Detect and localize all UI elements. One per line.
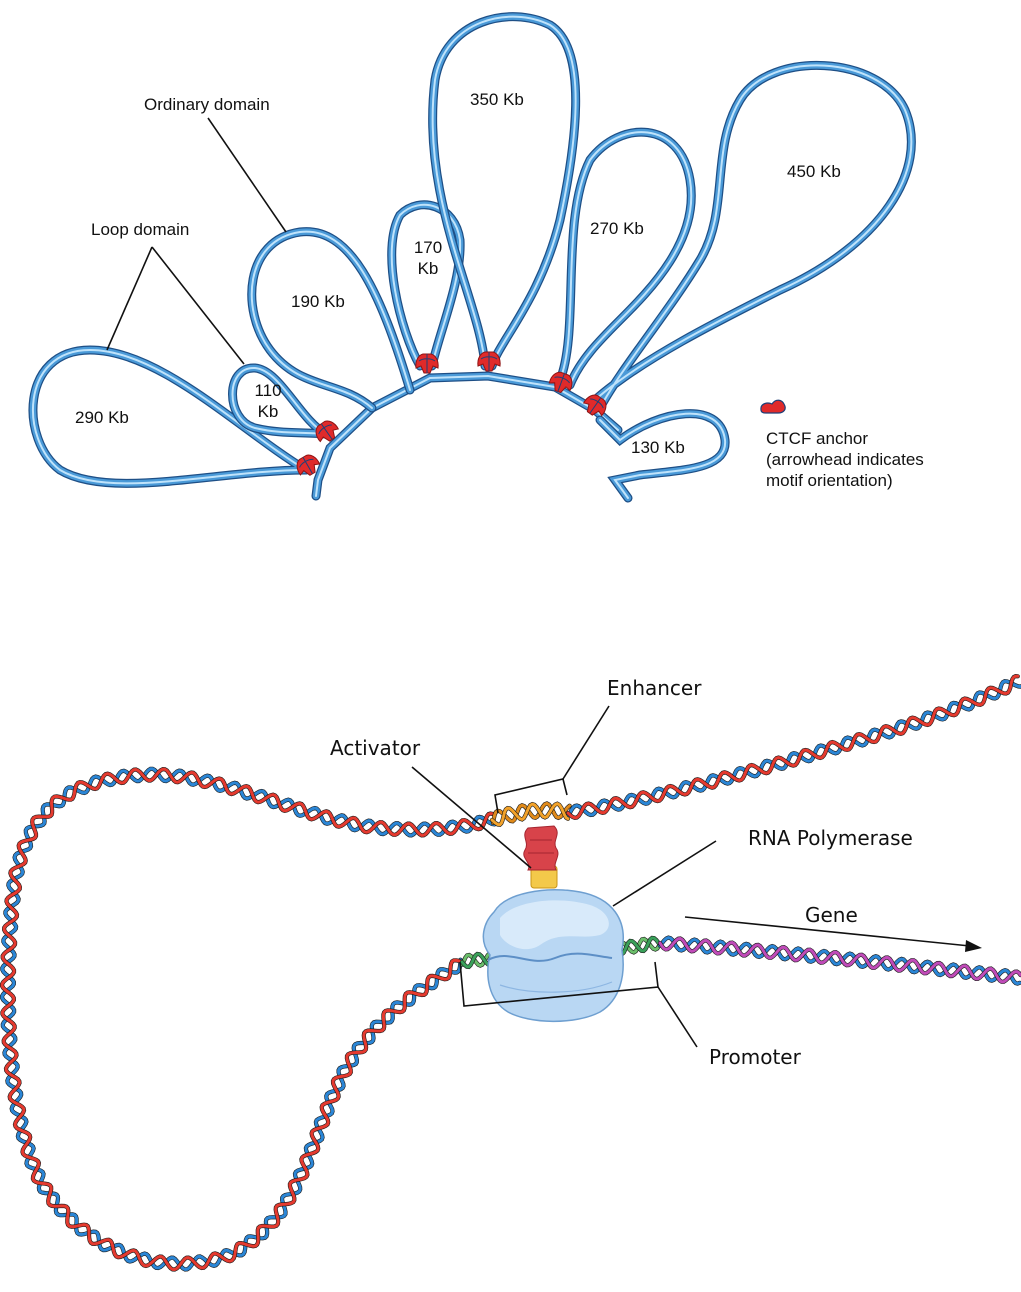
loop-size-label-110: 110 Kb: [251, 380, 285, 422]
fiber-loop-170: [387, 200, 465, 371]
fiber-loop-350: [428, 12, 581, 371]
loop-size-label-270: 270 Kb: [590, 219, 644, 238]
ctcf-anchor-shape: [296, 454, 321, 476]
strand-b-outline: [0, 766, 499, 1272]
fiber-highlight: [315, 374, 619, 497]
loop-domain-callout-line-left: [106, 246, 153, 351]
ctcf-anchor-1: [296, 454, 321, 476]
loop-size-label-190: 190 Kb: [291, 292, 345, 311]
promoter-callout-line: [657, 986, 698, 1048]
dna-upper-right: [565, 673, 1021, 820]
fiber-highlight: [231, 366, 327, 435]
legend-line-1: CTCF anchor: [766, 429, 869, 448]
ctcf-anchors: [296, 351, 607, 476]
gene-label: Gene: [805, 903, 858, 927]
rna-polymerase: [482, 889, 624, 1023]
fiber-loop-130: [595, 409, 730, 503]
gene-arrow-head: [965, 940, 982, 952]
loops-group: [28, 12, 916, 503]
gene-arrow: [684, 916, 982, 952]
legend-line-2: (arrowhead indicates: [766, 450, 924, 469]
enhancer-label: Enhancer: [607, 676, 702, 700]
loop-domain-callout-line-right: [151, 246, 245, 365]
fiber-loop-110: [228, 363, 331, 439]
enhancer-callout-line: [562, 705, 610, 780]
ctcf-anchor-mark: [480, 352, 498, 371]
fiber-loop-450: [590, 61, 916, 413]
fiber-highlight: [32, 348, 307, 485]
legend-ctcf-text: CTCF anchor (arrowhead indicates motif o…: [766, 428, 924, 491]
promoter-bracket: [459, 961, 659, 1007]
ordinary-domain-label: Ordinary domain: [144, 95, 270, 114]
ctcf-anchor-shape: [582, 394, 607, 417]
loop-domain-label: Loop domain: [91, 220, 190, 239]
promoter-label: Promoter: [709, 1045, 801, 1069]
polymerase-lower: [499, 981, 613, 993]
loop-size-110-unit: Kb: [257, 402, 279, 421]
dna-gene: [657, 935, 1021, 986]
ctcf-anchor-mark: [318, 423, 333, 440]
ctcf-anchor-2: [315, 420, 340, 443]
activator-body: [523, 825, 559, 871]
activator-callout-line: [411, 766, 532, 869]
strand-a: [566, 674, 1020, 820]
fiber-loop-190: [247, 227, 415, 413]
strand-a-outline: [0, 766, 495, 1272]
ctcf-anchor-3: [415, 353, 439, 374]
gene-arrow-shaft: [684, 916, 971, 947]
bottom-callouts: [411, 705, 717, 1048]
fiber-highlight: [599, 412, 727, 499]
rna-polymerase-callout-line: [612, 840, 717, 907]
ctcf-anchor-6: [582, 394, 607, 417]
fiber-highlight: [390, 203, 462, 367]
ctcf-anchor-mark: [299, 457, 314, 475]
polymerase-highlight: [500, 900, 609, 950]
rna-polymerase-label: RNA Polymerase: [748, 826, 913, 850]
strand-a: [490, 802, 570, 827]
activator-label: Activator: [330, 736, 421, 760]
ctcf-anchor-icon: [760, 399, 786, 414]
ctcf-anchor-mark: [418, 354, 436, 373]
dna-loop: [0, 766, 499, 1272]
strand-a: [0, 767, 495, 1272]
strand-a: [658, 936, 1021, 984]
loop-size-label-450: 450 Kb: [787, 162, 841, 181]
strand-b: [0, 767, 498, 1272]
loop-size-label-130: 130 Kb: [631, 438, 685, 457]
fiber-loop-290: [28, 345, 311, 488]
dna-helix-group: [0, 673, 1021, 1272]
fiber-highlight: [250, 230, 411, 409]
fiber-backbone: [311, 371, 623, 501]
ctcf-anchor-mark: [554, 373, 570, 392]
loop-size-label-170: 170 Kb: [410, 237, 446, 279]
ctcf-anchor-5: [548, 371, 573, 394]
loop-size-110-number: 110: [254, 381, 282, 400]
fiber-loop-270: [555, 127, 696, 390]
ordinary-domain-callout-line: [207, 117, 287, 233]
callout-lines: [106, 117, 287, 365]
activator-protein: [523, 825, 559, 889]
ctcf-anchor-shape: [315, 420, 340, 443]
polymerase-cleft: [487, 952, 613, 962]
loop-size-label-350: 350 Kb: [470, 90, 524, 109]
ctcf-anchor-4: [477, 351, 501, 372]
loop-size-label-290: 290 Kb: [75, 408, 129, 427]
dna-enhancer: [489, 801, 572, 828]
legend-line-3: motif orientation): [766, 471, 893, 490]
fiber-highlight: [559, 131, 693, 386]
loop-size-170-unit: Kb: [417, 259, 439, 278]
activator-ridge: [528, 839, 554, 854]
enhancer-bracket: [494, 778, 568, 814]
fiber-highlight: [594, 64, 913, 409]
ctcf-anchor-mark: [589, 397, 604, 414]
chromatin-loop-diagram: [28, 12, 916, 503]
fiber-highlight: [431, 15, 577, 367]
loop-size-170-number: 170: [413, 238, 443, 257]
strand-b: [658, 936, 1021, 986]
